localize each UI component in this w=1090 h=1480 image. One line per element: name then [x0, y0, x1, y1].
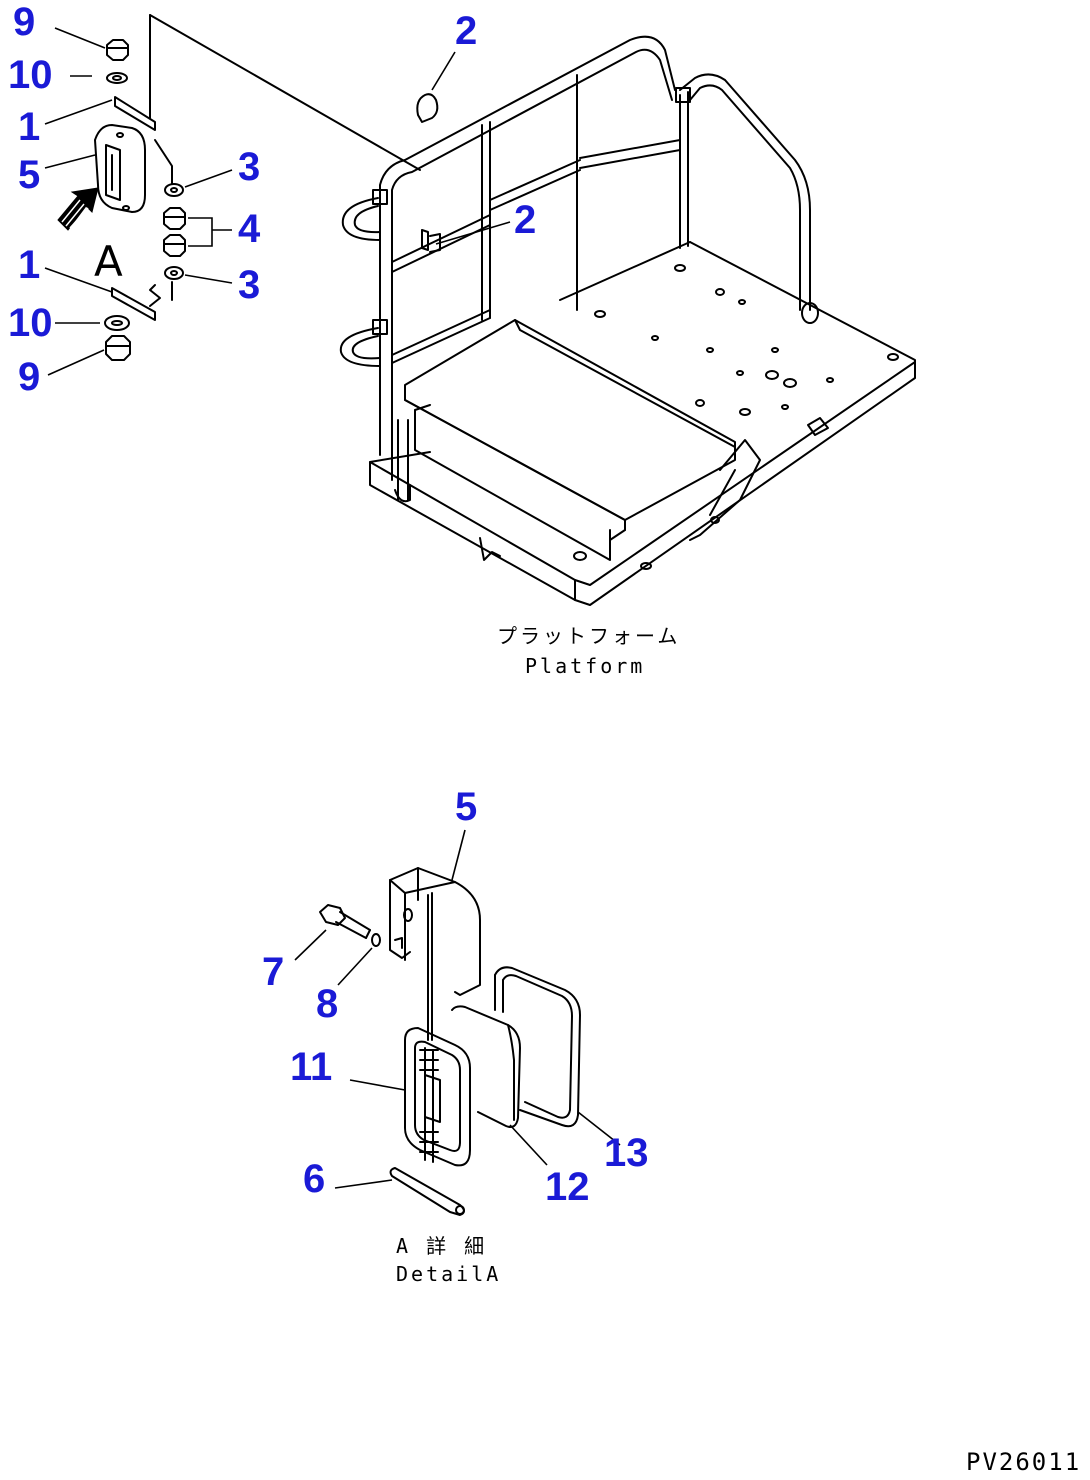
- detail-caption-en: DetailA: [396, 1262, 501, 1286]
- callout-2-top: 2: [455, 9, 477, 53]
- callout-2-bar: 2: [514, 198, 536, 242]
- callout-4: 4: [238, 207, 261, 251]
- view-arrow-icon: [57, 187, 99, 231]
- callout-labels: 9 10 1 5 3 4 1 3 10 9 2 2 5 7 8 11 6 12 …: [8, 0, 649, 1209]
- callout-7: 7: [262, 950, 284, 994]
- callout-1-bottom: 1: [18, 243, 40, 287]
- callout-1-top: 1: [18, 105, 40, 149]
- platform-drawing: [339, 35, 916, 606]
- leader-lines: [44, 27, 621, 1189]
- detail-caption-jp: A 詳 細: [396, 1234, 487, 1258]
- page-id: PV26011: [966, 1448, 1081, 1476]
- callout-5-detail: 5: [455, 785, 477, 829]
- callout-9-top: 9: [13, 0, 35, 44]
- platform-caption-en: Platform: [525, 654, 645, 678]
- callout-8: 8: [316, 982, 338, 1026]
- exploded-view: [94, 14, 421, 361]
- callout-10-bottom: 10: [8, 301, 53, 345]
- view-letter: A: [94, 237, 123, 286]
- callout-11: 11: [290, 1045, 332, 1089]
- callout-10-top: 10: [8, 53, 53, 97]
- callout-3-top: 3: [238, 145, 260, 189]
- callout-6: 6: [303, 1157, 325, 1201]
- platform-caption-jp: プラットフォーム: [497, 624, 680, 648]
- detail-a-drawing: [319, 867, 581, 1216]
- callout-12: 12: [545, 1165, 590, 1209]
- callout-13: 13: [604, 1131, 649, 1175]
- callout-3-bottom: 3: [238, 263, 260, 307]
- callout-5-top: 5: [18, 153, 40, 197]
- callout-9-bottom: 9: [18, 355, 40, 399]
